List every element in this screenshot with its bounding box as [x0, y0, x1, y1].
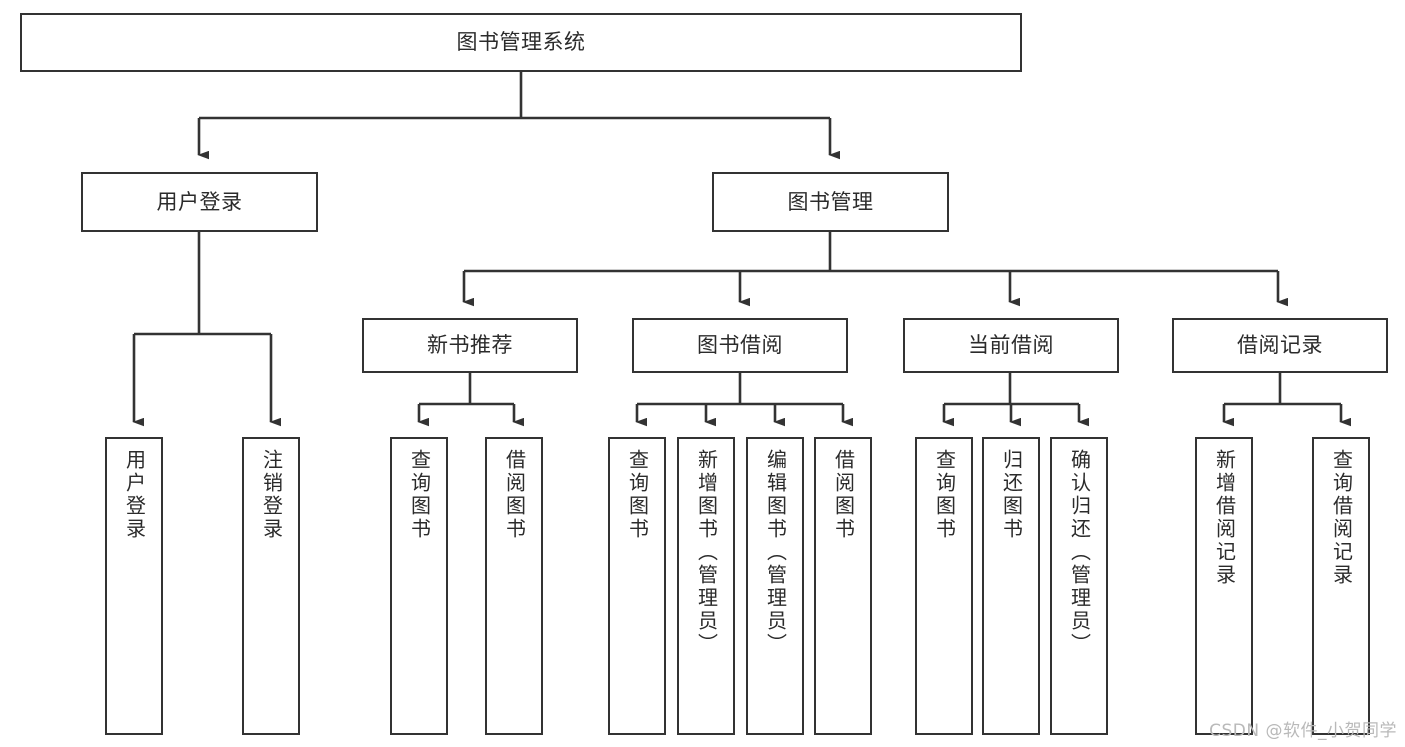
node-leaf-new-book-borrow-book[interactable]: 借阅图书: [485, 437, 543, 735]
node-leaf-book-borrow-add-book-admin[interactable]: 新增图书（管理员）: [677, 437, 735, 735]
node-label: 查询图书: [407, 449, 432, 541]
node-label: 新增图书（管理员）: [694, 449, 719, 656]
node-label: 归还图书: [999, 449, 1024, 541]
node-label: 图书管理系统: [456, 30, 586, 55]
node-book-management[interactable]: 图书管理: [712, 172, 949, 232]
node-label: 新书推荐: [427, 333, 513, 358]
node-borrow-records[interactable]: 借阅记录: [1172, 318, 1388, 373]
node-label: 用户登录: [156, 189, 243, 214]
node-label: 当前借阅: [968, 333, 1054, 358]
node-leaf-current-borrow-query-book[interactable]: 查询图书: [915, 437, 973, 735]
node-leaf-borrow-records-add-record[interactable]: 新增借阅记录: [1195, 437, 1253, 735]
node-leaf-book-borrow-borrow-book[interactable]: 借阅图书: [814, 437, 872, 735]
node-leaf-new-book-query-book[interactable]: 查询图书: [390, 437, 448, 735]
node-label: 借阅记录: [1237, 333, 1323, 358]
node-label: 查询借阅记录: [1329, 449, 1354, 587]
node-book-borrow[interactable]: 图书借阅: [632, 318, 848, 373]
node-label: 借阅图书: [502, 449, 527, 541]
node-label: 确认归还（管理员）: [1067, 449, 1092, 656]
node-leaf-borrow-records-query-record[interactable]: 查询借阅记录: [1312, 437, 1370, 735]
node-leaf-user-login-signout[interactable]: 注销登录: [242, 437, 300, 735]
node-label: 编辑图书（管理员）: [763, 449, 788, 656]
node-new-book-recommend[interactable]: 新书推荐: [362, 318, 578, 373]
node-leaf-book-borrow-edit-book-admin[interactable]: 编辑图书（管理员）: [746, 437, 804, 735]
node-current-borrow[interactable]: 当前借阅: [903, 318, 1119, 373]
node-label: 图书管理: [787, 189, 874, 214]
node-label: 新增借阅记录: [1212, 449, 1237, 587]
node-label: 借阅图书: [831, 449, 856, 541]
node-label: 查询图书: [932, 449, 957, 541]
node-label: 注销登录: [259, 449, 284, 541]
node-user-login[interactable]: 用户登录: [81, 172, 318, 232]
node-label: 查询图书: [625, 449, 650, 541]
csdn-watermark: CSDN @软件_小贺同学: [1209, 721, 1397, 741]
node-leaf-user-login-signin[interactable]: 用户登录: [105, 437, 163, 735]
node-leaf-current-borrow-return-book[interactable]: 归还图书: [982, 437, 1040, 735]
node-leaf-current-borrow-confirm-return-admin[interactable]: 确认归还（管理员）: [1050, 437, 1108, 735]
node-leaf-book-borrow-query-book[interactable]: 查询图书: [608, 437, 666, 735]
node-label: 图书借阅: [697, 333, 783, 358]
node-label: 用户登录: [122, 449, 147, 541]
node-root-book-management-system[interactable]: 图书管理系统: [20, 13, 1022, 72]
